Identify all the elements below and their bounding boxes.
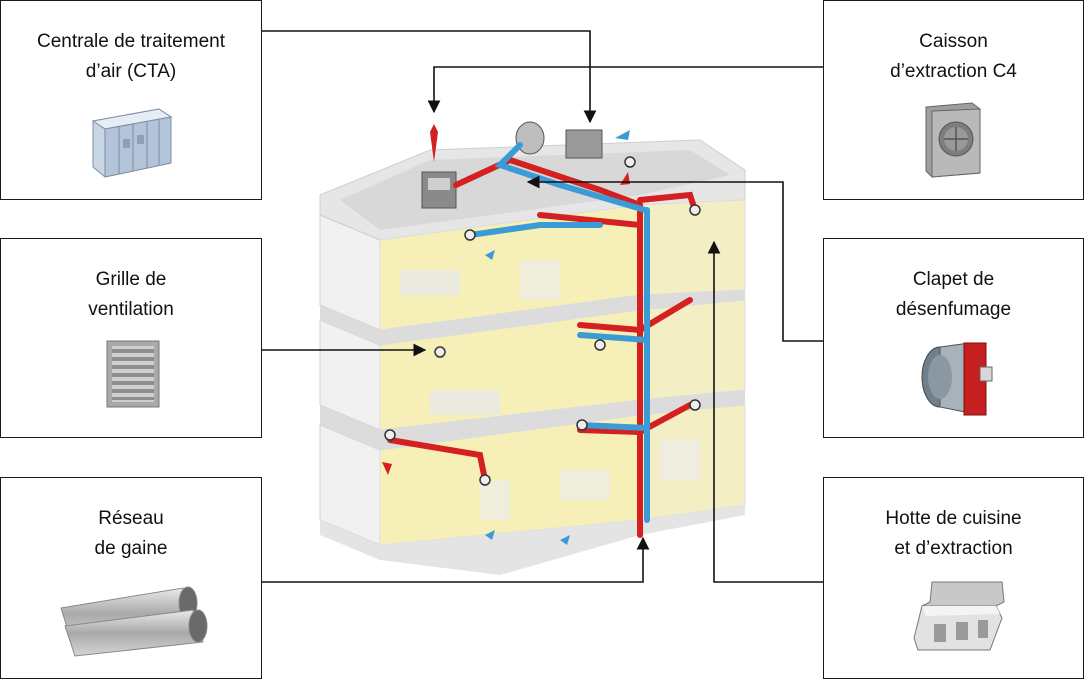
building-cutaway <box>319 121 746 575</box>
connector-clapet <box>526 175 823 342</box>
ventilation-grille-icon <box>106 340 160 408</box>
connectors <box>262 30 823 583</box>
card-gaine-label: Réseau de gaine <box>94 508 168 559</box>
card-grille: Grille de ventilation <box>0 238 262 438</box>
card-clapet: Clapet de désenfumage <box>823 238 1084 438</box>
connector-gaine <box>262 536 650 583</box>
extraction-fan-box-icon <box>925 102 981 178</box>
card-caisson-label: Caisson d’extraction C4 <box>890 31 1017 82</box>
connector-hotte <box>707 240 823 583</box>
duct-pipes-icon <box>60 586 208 657</box>
card-cta: Centrale de traitement d’air (CTA) <box>0 0 262 200</box>
card-clapet-label: Clapet de désenfumage <box>895 269 1012 320</box>
card-hotte: Hotte de cuisine et d’extraction <box>823 477 1084 679</box>
card-grille-label: Grille de ventilation <box>88 269 174 320</box>
card-caisson: Caisson d’extraction C4 <box>823 0 1084 200</box>
card-gaine: Réseau de gaine <box>0 477 262 679</box>
extract-ducts <box>467 142 650 523</box>
diffusers <box>384 156 701 486</box>
card-cta-label: Centrale de traitement d’air (CTA) <box>37 31 225 82</box>
air-handling-unit-icon <box>91 108 173 178</box>
connector-caisson <box>427 66 823 114</box>
connector-cta <box>262 30 597 124</box>
smoke-damper-icon <box>921 342 993 416</box>
card-hotte-label: Hotte de cuisine et d’extraction <box>885 508 1022 559</box>
kitchen-hood-icon <box>913 581 1005 651</box>
supply-ducts <box>387 156 698 538</box>
